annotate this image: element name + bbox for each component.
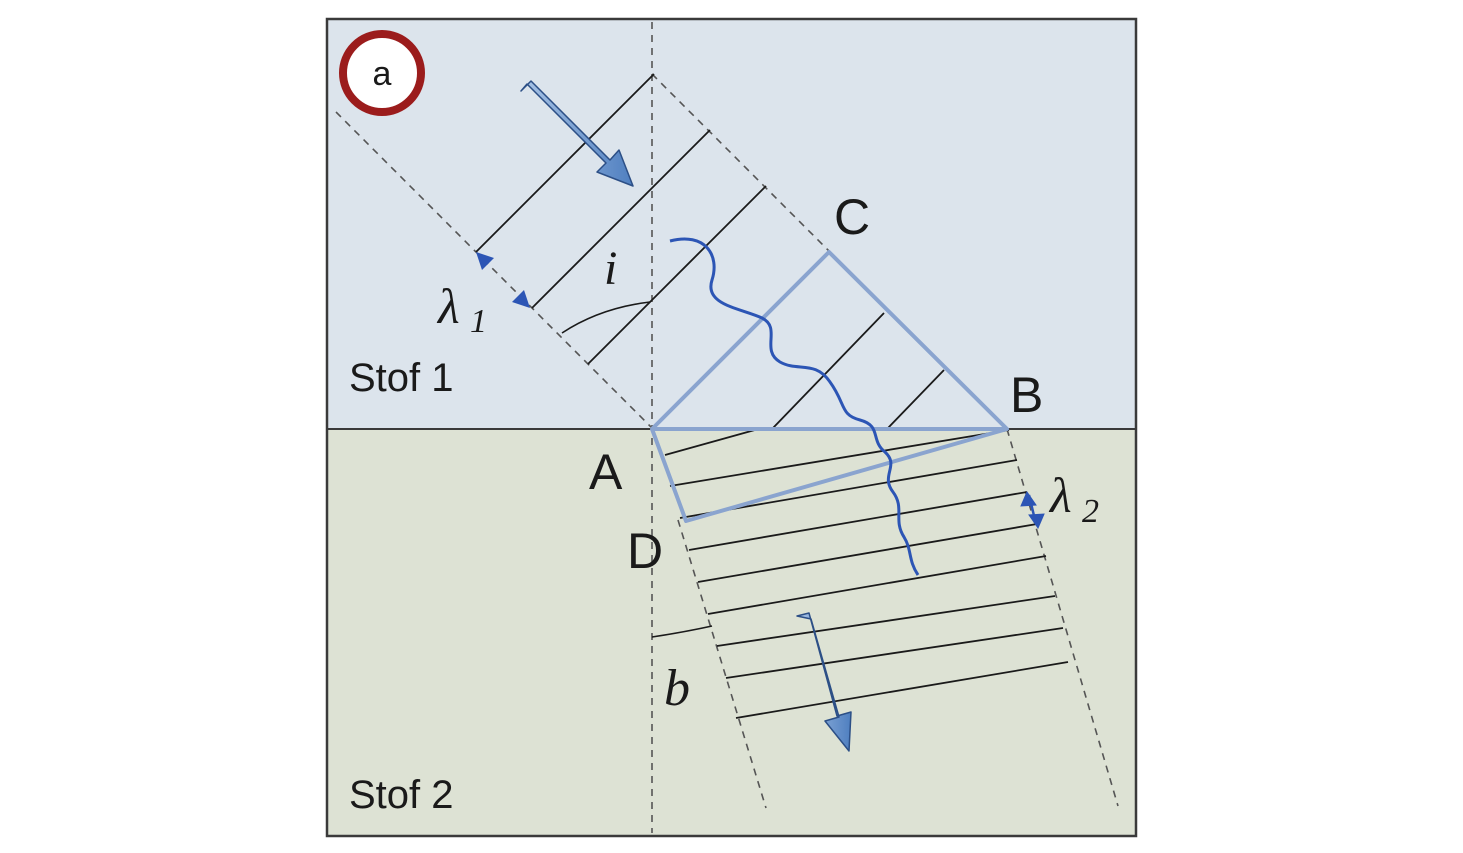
medium-1-label: Stof 1 (349, 356, 454, 400)
triangle-abc (650, 250, 1009, 431)
wavefront-line (772, 312, 885, 429)
incident-beam-edge-left (335, 111, 653, 429)
wavefront-line (669, 429, 1010, 487)
incident-beam-edge-right (651, 73, 830, 252)
figure-badge (339, 30, 425, 116)
wavefront-line (587, 185, 767, 365)
wavefront-line (664, 427, 763, 456)
point-c-label: C (834, 189, 870, 245)
wavefront-line (725, 627, 1064, 679)
wavefront-line (707, 555, 1047, 615)
point-a-label: A (589, 444, 623, 500)
wavefront-line (735, 661, 1069, 719)
lambda1-subscript: 1 (470, 303, 487, 340)
point-d-label: D (627, 523, 663, 579)
wavefront-line (716, 595, 1056, 647)
medium-1-region (327, 19, 1136, 429)
wavy-ray (669, 237, 920, 576)
refraction-angle-label: b (664, 660, 690, 717)
refracted-beam-edge-left (677, 519, 767, 809)
incidence-angle-label: i (604, 242, 617, 295)
lambda1-label: λ 1 (436, 278, 487, 340)
triangle-abd (650, 427, 1008, 523)
wavefront-line (697, 523, 1038, 583)
lambda2-symbol: λ (1048, 467, 1072, 523)
refracted-wavefronts (664, 427, 1069, 719)
refraction-angle-arc (651, 625, 713, 638)
lambda1-marker (476, 252, 530, 308)
figure-badge-letter: a (373, 55, 392, 93)
figure-border (325, 17, 1138, 838)
incident-direction-arrow (520, 80, 634, 187)
wavefront-line (531, 129, 711, 309)
lambda2-label: λ 2 (1048, 467, 1099, 530)
refracted-direction-arrow (796, 612, 852, 752)
lambda2-subscript: 2 (1082, 493, 1099, 530)
point-b-label: B (1010, 367, 1043, 423)
wavefront-line (887, 369, 945, 429)
construction-triangles (650, 250, 1009, 523)
wavefront-line (688, 491, 1028, 551)
medium-2-label: Stof 2 (349, 773, 454, 817)
lambda2-marker (1020, 490, 1045, 530)
lambda1-symbol: λ (436, 278, 460, 334)
wavefront-line (475, 73, 655, 253)
incidence-angle-arc (561, 301, 651, 334)
incident-wavefronts (475, 73, 945, 429)
